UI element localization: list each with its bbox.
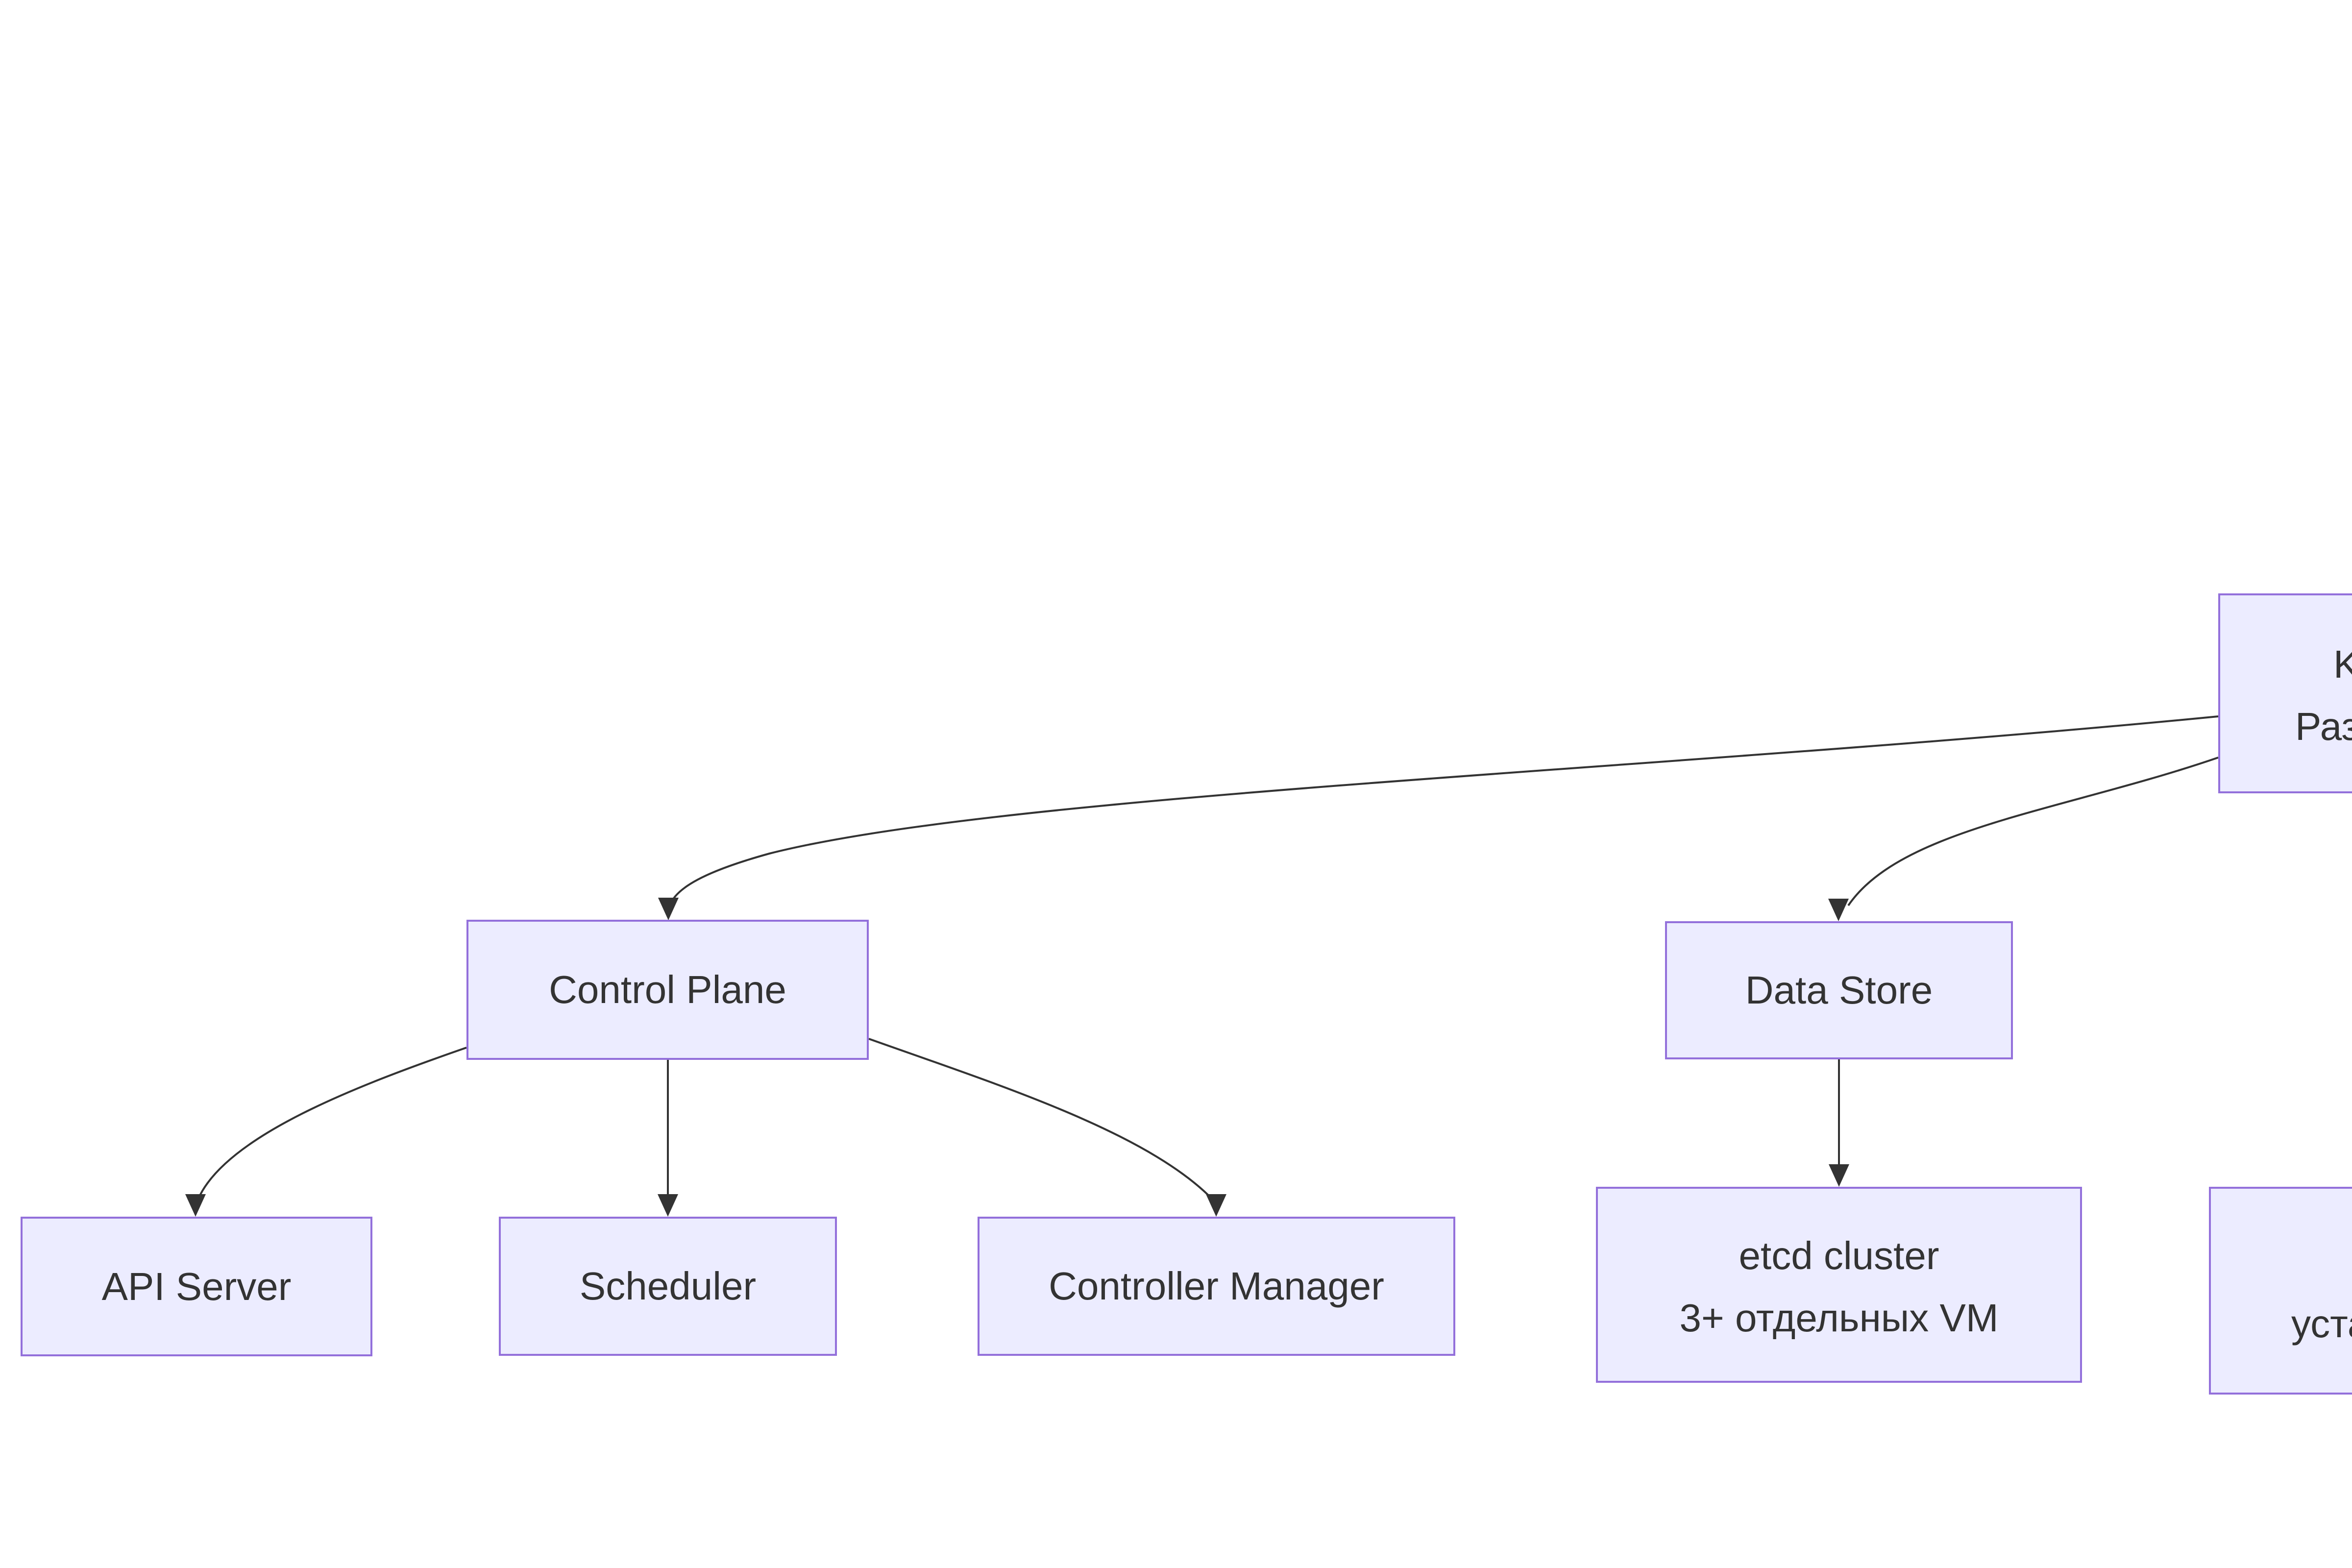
node-root: K Раз	[2218, 593, 2352, 793]
node-control-plane: Control Plane	[466, 920, 869, 1060]
node-etcd: etcd cluster 3+ отдельных VM	[1596, 1187, 2082, 1383]
arrowhead-controller-manager	[1206, 1194, 1226, 1217]
node-right-bottom-label-line2: уста	[2291, 1302, 2352, 1346]
node-scheduler: Scheduler	[499, 1217, 837, 1356]
arrowhead-data-store	[1828, 899, 1849, 921]
edge-control-plane-to-controller-manager	[868, 1038, 1214, 1200]
node-root-label-line2: Раз	[2295, 705, 2352, 748]
arrowhead-api-server	[185, 1194, 206, 1217]
node-etcd-label-line1: etcd cluster	[1739, 1234, 1939, 1277]
arrowhead-control-plane	[658, 898, 679, 920]
node-api-server: API Server	[21, 1217, 372, 1356]
node-control-plane-label: Control Plane	[549, 968, 786, 1011]
node-root-label-line1: K	[2333, 642, 2352, 686]
node-scheduler-label: Scheduler	[579, 1264, 757, 1308]
node-api-server-label: API Server	[101, 1264, 292, 1308]
arrowhead-scheduler	[658, 1194, 678, 1217]
node-data-store: Data Store	[1665, 921, 2013, 1059]
arrowhead-etcd	[1829, 1164, 1849, 1187]
node-data-store-label: Data Store	[1745, 968, 1933, 1012]
node-controller-manager: Controller Manager	[978, 1217, 1455, 1356]
node-right-bottom: уста	[2209, 1187, 2352, 1395]
edge-root-to-control-plane	[668, 715, 2219, 907]
node-controller-manager-label: Controller Manager	[1049, 1264, 1384, 1308]
edge-root-to-data-store	[1847, 757, 2219, 906]
node-etcd-label-line2: 3+ отдельных VM	[1679, 1296, 1999, 1340]
edge-control-plane-to-api-server	[197, 1047, 467, 1200]
